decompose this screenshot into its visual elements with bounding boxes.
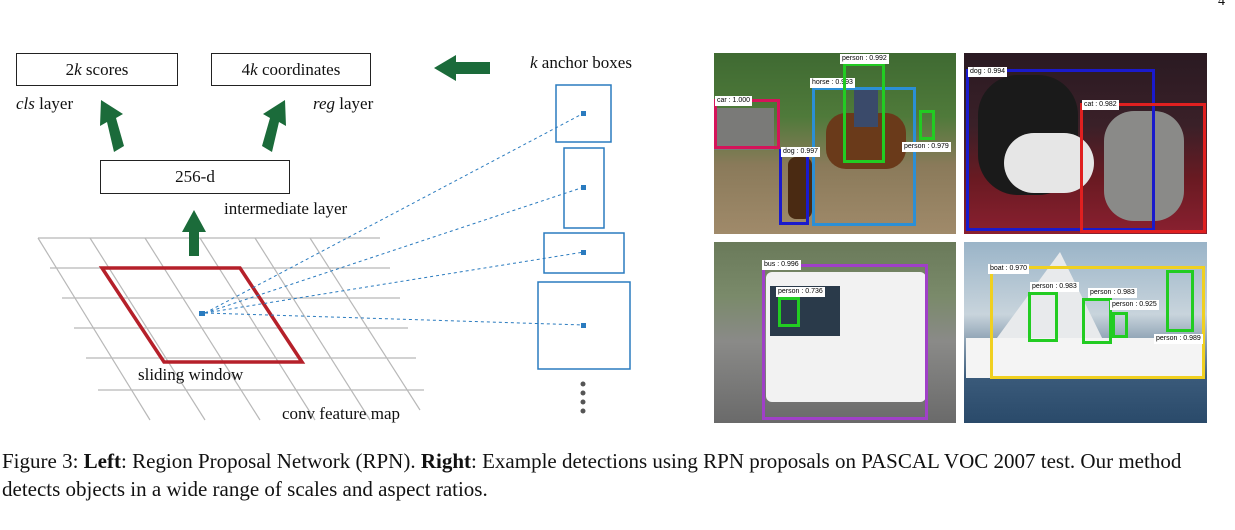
anchor-boxes-label: k anchor boxes	[530, 53, 632, 72]
det-car	[714, 99, 780, 149]
det-dog	[779, 149, 809, 225]
sliding-window-label: sliding window	[138, 365, 244, 384]
tag-person-2: person : 0.983	[1088, 288, 1137, 298]
tag-dog: dog : 0.994	[968, 67, 1008, 77]
tag-horse: horse : 0.993	[810, 78, 855, 88]
arrow-left-anchors	[434, 55, 490, 81]
tag-person-rider: person : 0.992	[840, 54, 889, 64]
anchor-connectors	[204, 112, 585, 326]
detection-image-dog-cat: dog : 0.994 cat : 0.982	[964, 53, 1207, 234]
rider-shape	[854, 87, 878, 127]
intermediate-layer-label: intermediate layer	[224, 199, 348, 218]
tag-cat: cat : 0.982	[1082, 100, 1119, 110]
anchor-boxes	[537, 84, 631, 370]
detection-image-horse: car : 1.000 horse : 0.993 person : 0.992…	[714, 53, 956, 234]
figure-caption: Figure 3: Left: Region Proposal Network …	[2, 449, 1182, 501]
cat-shape	[1104, 111, 1184, 221]
det-dog	[966, 69, 1155, 231]
det-person-4	[1166, 270, 1194, 332]
det-boat	[990, 266, 1205, 379]
sliding-window	[98, 266, 306, 364]
detection-image-bus: bus : 0.996 person : 0.736	[714, 242, 956, 423]
tag-bus: bus : 0.996	[762, 260, 801, 270]
det-person-2	[1082, 298, 1112, 344]
tag-person-4: person : 0.989	[1154, 334, 1203, 344]
det-person-1	[1028, 292, 1058, 342]
anchor-centers	[581, 111, 586, 328]
car-shape	[714, 108, 774, 150]
tag-person-3: person : 0.925	[1110, 300, 1159, 310]
conv-feature-map-label: conv feature map	[282, 404, 400, 423]
hull-shape	[966, 338, 1204, 378]
tag-person-small: person : 0.979	[902, 142, 951, 152]
detection-image-boat: boat : 0.970 person : 0.983 person : 0.9…	[964, 242, 1207, 423]
det-bus	[762, 264, 928, 420]
window-center-point	[199, 311, 205, 316]
anchor-box-2	[563, 147, 605, 229]
anchor-box-1	[555, 84, 612, 143]
cls-layer-label: cls layer	[16, 94, 74, 113]
conv-feature-map-grid	[37, 237, 424, 421]
det-person-3	[1112, 312, 1128, 338]
reg-layer-label: reg layer	[313, 94, 374, 113]
page-number: 4	[1218, 0, 1225, 9]
anchor-box-4	[537, 281, 631, 370]
det-person-small	[919, 110, 935, 140]
intermediate-layer-box: 256-d	[100, 160, 290, 194]
tag-boat: boat : 0.970	[988, 264, 1029, 274]
ellipsis-dots	[580, 381, 586, 414]
tag-person-1: person : 0.983	[1030, 282, 1079, 292]
anchor-box-3	[543, 232, 625, 274]
tag-car: car : 1.000	[715, 96, 753, 106]
arrow-up-cls	[100, 100, 124, 152]
det-person	[778, 297, 800, 327]
dog-chest-shape	[1004, 133, 1094, 193]
green-arrows	[100, 55, 490, 256]
det-cat	[1080, 103, 1206, 233]
det-person-rider	[843, 63, 885, 163]
arrow-up-intermediate	[182, 210, 206, 256]
tag-person: person : 0.736	[776, 287, 825, 297]
rpn-diagram	[37, 55, 631, 421]
arrow-up-reg	[262, 100, 286, 152]
tag-dog: dog : 0.997	[781, 147, 821, 157]
